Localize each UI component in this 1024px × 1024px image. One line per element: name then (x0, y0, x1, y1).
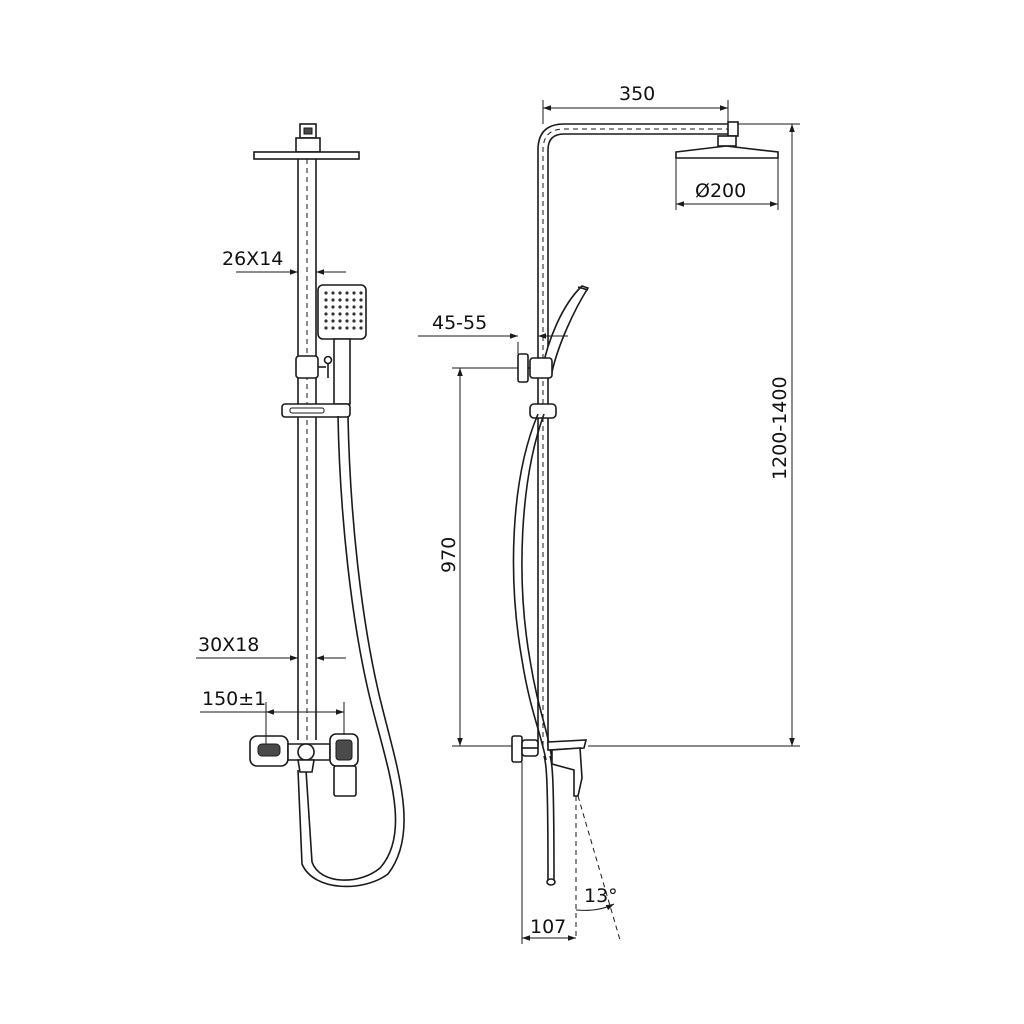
side-mixer (511, 735, 588, 886)
front-soap-dish (281, 403, 351, 418)
dim-holder-range: 45-55 (418, 312, 568, 354)
front-view: 26X14 30X18 150±1 (196, 123, 405, 888)
dim-bar-profile-label: 26X14 (222, 248, 283, 270)
front-slide-holder (295, 355, 333, 379)
dim-height-range-label: 1200-1400 (769, 376, 791, 480)
dim-pipe-profile-label: 30X18 (198, 634, 259, 656)
dim-bar-profile: 26X14 (222, 248, 346, 275)
dim-mixer-height: 970 (438, 367, 518, 747)
spray-nozzles (324, 291, 363, 330)
side-riser-arm (537, 121, 739, 746)
front-hand-shower (317, 284, 367, 405)
dim-inlet-spacing: 150±1 (200, 688, 345, 744)
side-hose (512, 413, 553, 761)
dim-spout-angle: 13° (575, 795, 621, 941)
dim-spout-projection: 107 (521, 762, 576, 944)
dim-arm-length: 350 (542, 83, 729, 124)
side-view: 350 Ø200 45-55 1200-1400 970 (418, 83, 800, 944)
side-slide-holder (517, 353, 557, 419)
side-hand-shower (541, 285, 590, 373)
dim-pipe-profile: 30X18 (196, 634, 346, 661)
dim-spout-angle-label: 13° (584, 885, 618, 907)
dim-head-diameter: Ø200 (675, 158, 779, 210)
dim-inlet-spacing-label: 150±1 (202, 688, 266, 710)
front-mixer (249, 733, 359, 797)
dim-height-range: 1200-1400 (588, 123, 800, 747)
dim-holder-range-label: 45-55 (432, 312, 487, 334)
front-hose (297, 415, 405, 888)
dim-spout-projection-label: 107 (530, 916, 566, 938)
dim-head-diameter-label: Ø200 (695, 180, 746, 202)
front-riser-bar (297, 159, 317, 740)
dim-mixer-height-label: 970 (438, 537, 460, 573)
side-overhead-head (675, 135, 779, 159)
front-overhead-head (253, 123, 360, 160)
dim-arm-length-label: 350 (619, 83, 655, 105)
